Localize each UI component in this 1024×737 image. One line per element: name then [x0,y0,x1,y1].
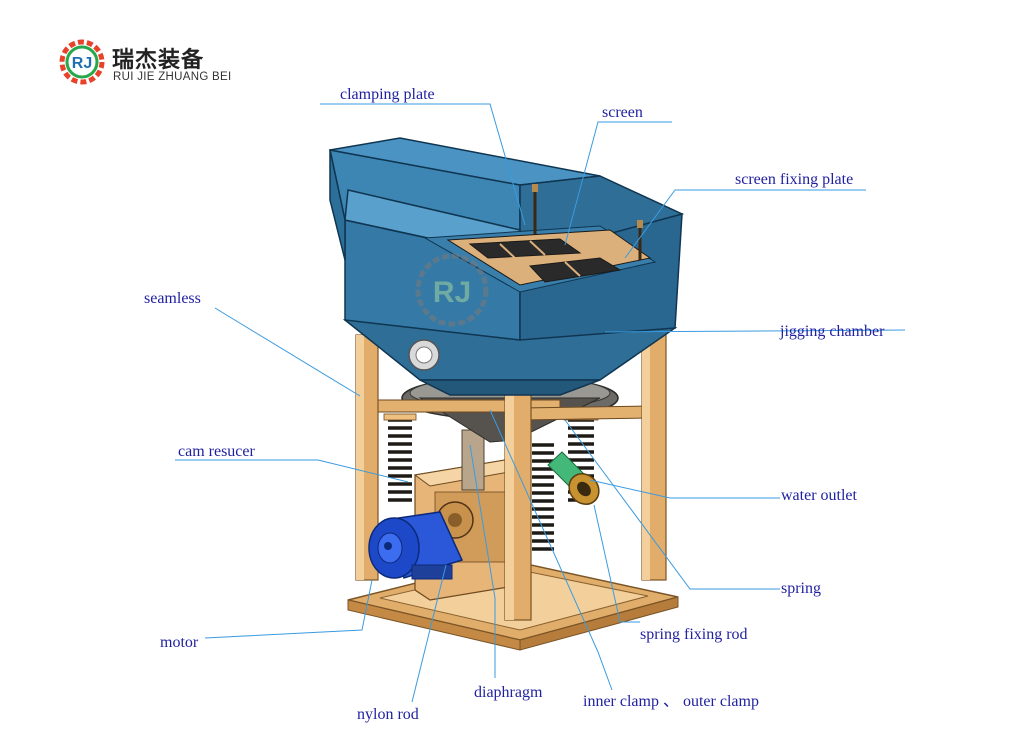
label-screen: screen [602,104,643,121]
label-cam-resucer: cam resucer [178,443,255,460]
motor [368,511,464,580]
label-inner-outer-clamp: inner clamp 、 outer clamp [583,693,759,710]
label-diaphragm: diaphragm [474,684,543,701]
label-motor: motor [160,634,199,651]
label-spring: spring [781,580,821,597]
screen-grid [446,229,652,286]
brand-name-cn: 瑞杰装备 [112,48,205,73]
label-clamping-plate: clamping plate [340,86,435,103]
clamping-rods [533,186,642,260]
brand-name-en: RUI JIE ZHUANG BEI [113,71,232,83]
support-legs [355,329,667,621]
svg-text:RJ: RJ [433,276,471,309]
label-nylon-rod: nylon rod [357,706,419,723]
svg-text:RJ: RJ [72,55,92,72]
side-port [408,339,440,371]
diaphragm-shaft [461,429,485,491]
logo-gear-icon: RJ [59,39,105,85]
label-screen-fixing-plate: screen fixing plate [735,171,854,188]
leader-lines [175,103,906,703]
brand-logo: RJ 瑞杰装备 RUI JIE ZHUANG BEI [58,38,258,94]
label-spring-fixing-rod: spring fixing rod [640,626,748,643]
label-seamless: seamless [144,290,201,307]
label-jigging-chamber: jigging chamber [780,323,885,340]
rj-watermark: RJ [415,253,489,327]
label-water-outlet: water outlet [781,487,857,504]
water-outlet-pipe [547,451,600,505]
